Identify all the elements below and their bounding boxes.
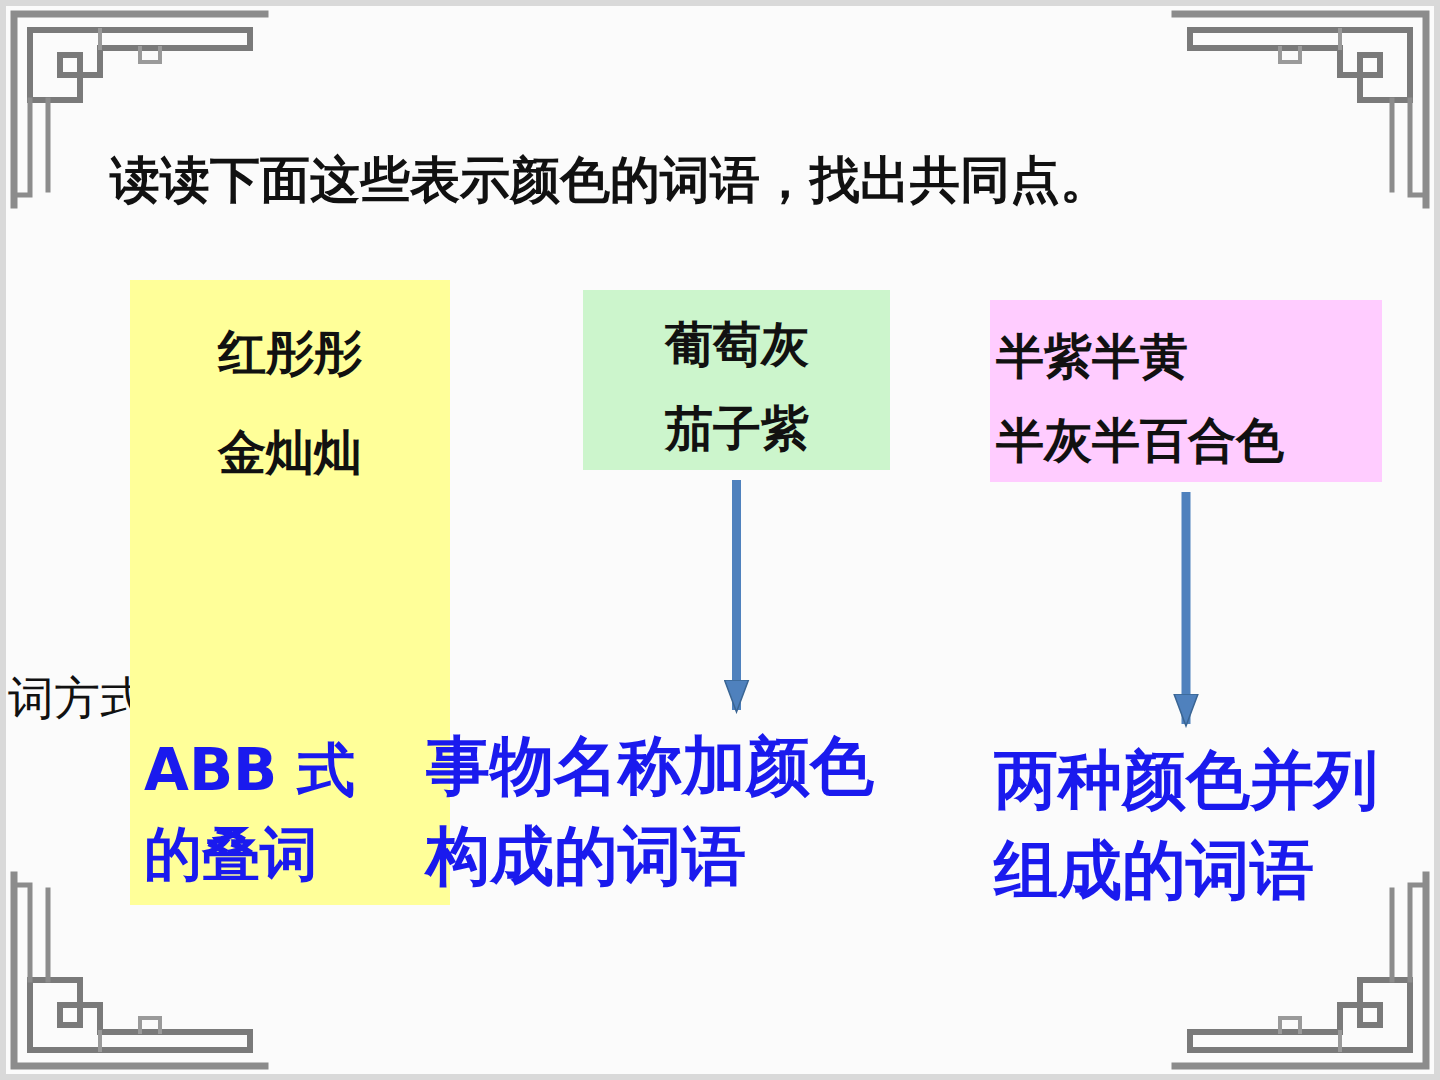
explanation-text: 两种颜色并列组成的词语 [988,736,1412,921]
down-arrow [732,480,741,710]
rule-text: 两种颜色并列组成的词语 [994,736,1406,915]
color-word: 半紫半黄 [996,314,1376,398]
explanation-text: ABB 式 的叠词 [138,728,374,902]
rule-text: ABB 式 的叠词 [144,728,368,896]
color-word: 葡萄灰 [589,302,884,386]
color-word: 半灰半百合色 [996,398,1376,482]
color-word: 茄子紫 [589,386,884,470]
slide-title: 读读下面这些表示颜色的词语，找出共同点。 [110,147,1110,214]
word-band: 红彤彤金灿灿 ABB 式 的叠词 [130,280,450,905]
side-label: 词方式 [8,668,146,730]
down-arrow [1182,492,1191,724]
word-box: 半紫半黄半灰半百合色 [990,300,1382,482]
color-word: 金灿灿 [136,402,444,502]
explanation-text: 事物名称加颜色构成的词语 [420,722,910,907]
word-box: 葡萄灰茄子紫 [583,290,890,470]
rule-text: 事物名称加颜色构成的词语 [426,722,904,901]
color-word: 红彤彤 [136,302,444,402]
